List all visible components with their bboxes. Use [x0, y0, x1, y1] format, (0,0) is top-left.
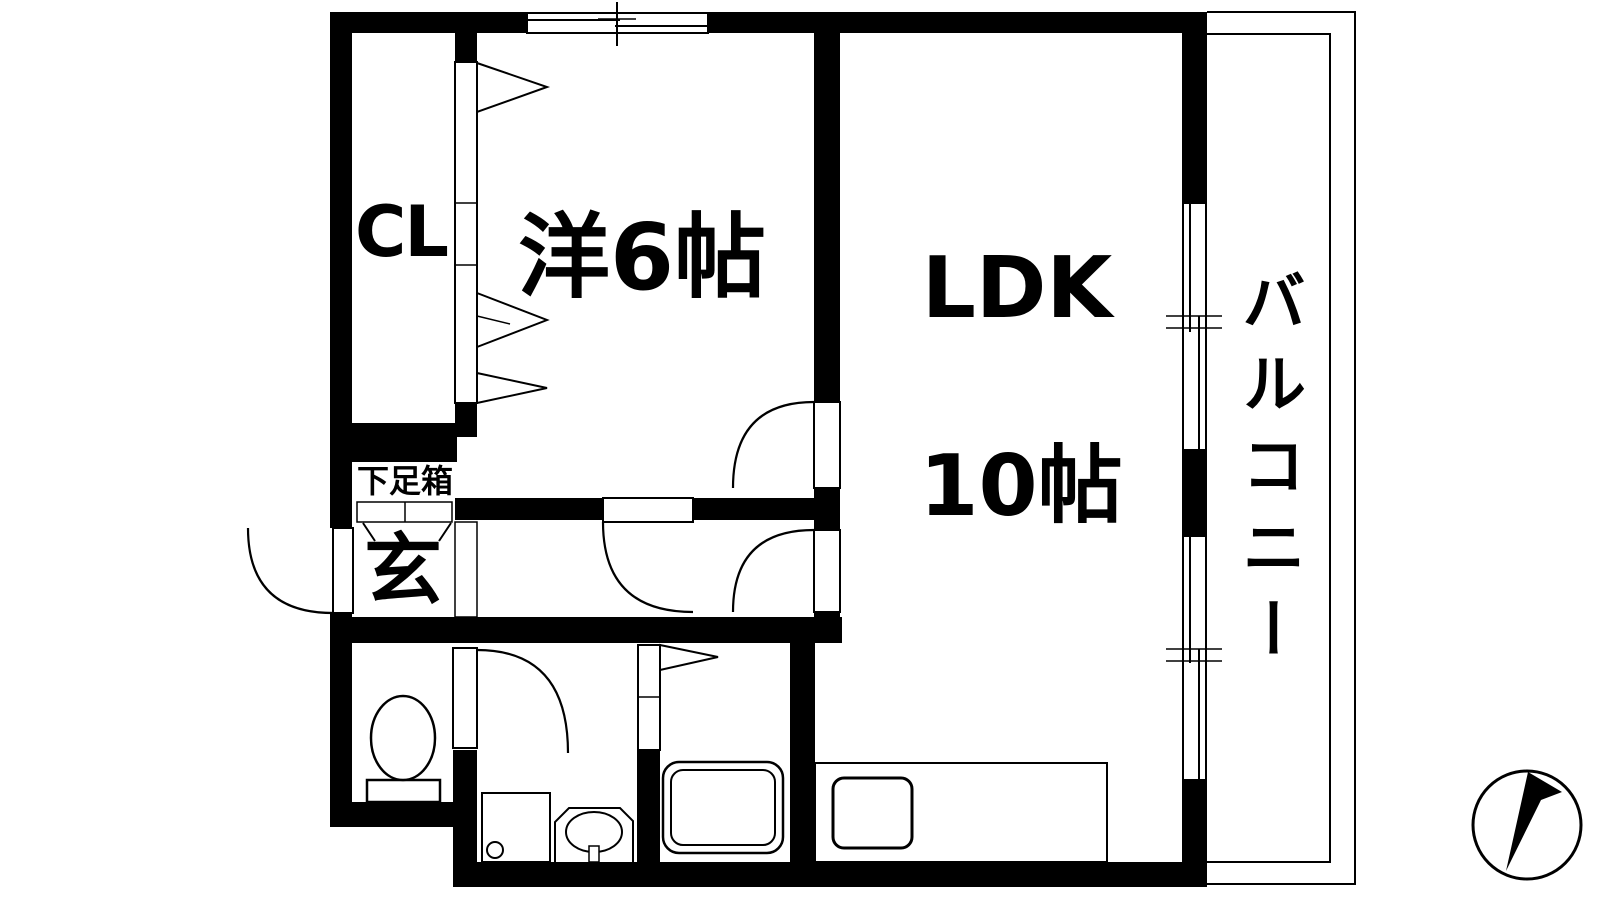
kitchen-sink	[831, 776, 914, 850]
entrance-label: 玄	[363, 526, 443, 616]
western-room-label: 洋6帖	[517, 204, 767, 311]
wall-room-ldk-low	[814, 612, 840, 643]
wall-room-ldk-mid	[814, 488, 840, 530]
wall-east-mid	[1182, 450, 1207, 536]
entrance-door	[246, 527, 354, 615]
hall-ldk-door	[731, 528, 841, 613]
wall-room-ldk-upper	[814, 33, 840, 402]
wall-hall-north-right	[693, 498, 840, 520]
window-east-lower	[1166, 535, 1222, 781]
entrance-hall-opening	[454, 521, 478, 618]
balcony-label: バルコニー	[1231, 268, 1305, 678]
shoe-box	[356, 501, 453, 523]
western-room-hall-door	[601, 497, 694, 614]
wall-closet-pillar-top	[455, 33, 477, 62]
wall-top-right	[708, 12, 1207, 33]
ldk-label: LDK	[921, 239, 1113, 338]
window-east-upper	[1166, 202, 1222, 451]
wash-basin	[554, 807, 634, 863]
ldk-size-label: 10帖	[919, 437, 1123, 536]
fixtures	[356, 501, 1108, 863]
wall-wash-bath	[637, 750, 660, 887]
windows	[526, 2, 1222, 781]
balcony-outer-edge	[1207, 11, 1356, 885]
wall-bottom	[453, 862, 1207, 887]
shoe-box-label: 下足箱	[356, 462, 454, 500]
closet-label: CL	[355, 191, 449, 273]
closet-folding-door	[454, 61, 551, 405]
western-room-ldk-door	[731, 400, 841, 489]
walls	[330, 12, 1207, 887]
wall-closet-bottom	[330, 423, 457, 462]
window-top	[526, 2, 709, 46]
wall-top-left	[330, 12, 527, 33]
washing-machine-pan	[481, 792, 551, 863]
doors	[246, 61, 841, 754]
wall-bath-ldk	[790, 643, 815, 887]
wall-left-lower	[330, 613, 352, 827]
wall-toilet-bottom	[330, 802, 477, 827]
wall-closet-pillar-bottom	[455, 403, 477, 437]
wall-hall-south	[330, 617, 842, 643]
north-arrow-icon	[1506, 772, 1562, 871]
wall-east-top	[1182, 12, 1207, 203]
bathroom-folding-door	[637, 643, 719, 751]
wall-hall-north-left	[455, 498, 603, 520]
toilet-door	[452, 647, 570, 754]
toilet	[365, 694, 442, 804]
kitchen-counter	[814, 762, 1108, 863]
bathtub	[661, 760, 785, 855]
compass	[1471, 769, 1583, 881]
wall-left-upper	[330, 12, 352, 528]
balcony-railing	[1207, 11, 1356, 885]
wall-east-bottom	[1182, 780, 1207, 887]
balcony-inner-edge	[1207, 33, 1331, 863]
entrance-step-marks	[362, 522, 452, 542]
